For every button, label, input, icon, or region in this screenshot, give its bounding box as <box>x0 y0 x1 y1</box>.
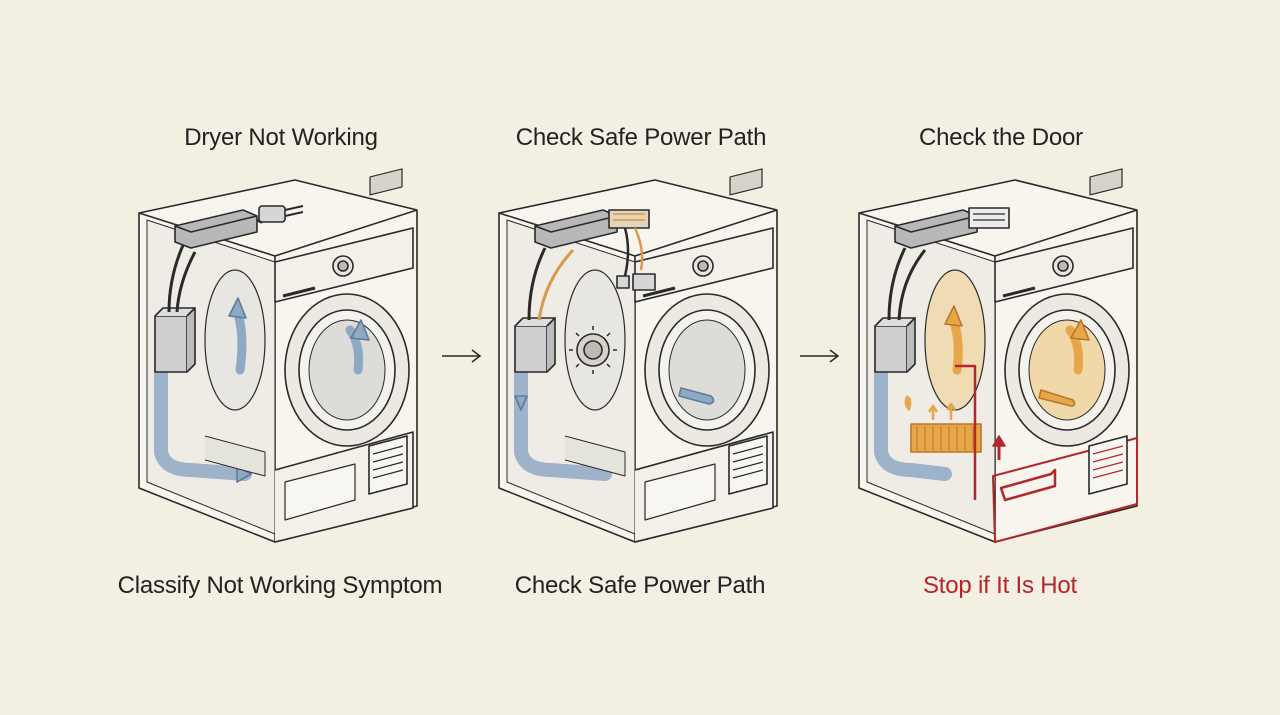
flow-arrow-2 <box>798 346 842 366</box>
step-2-title: Check Safe Power Path <box>515 124 767 151</box>
step-1-caption: Classify Not Working Symptom <box>117 572 443 599</box>
step-3-title: Check the Door <box>919 124 1083 151</box>
dryer-illustration-2 <box>485 168 795 560</box>
dryer-illustration-1 <box>125 168 435 560</box>
step-3-caption-warning: Stop if It Is Hot <box>923 572 1077 599</box>
flow-arrow-1 <box>440 346 484 366</box>
step-1-title: Dryer Not Working <box>184 124 378 151</box>
step-2-caption: Check Safe Power Path <box>514 572 766 599</box>
dryer-illustration-3 <box>845 168 1155 560</box>
